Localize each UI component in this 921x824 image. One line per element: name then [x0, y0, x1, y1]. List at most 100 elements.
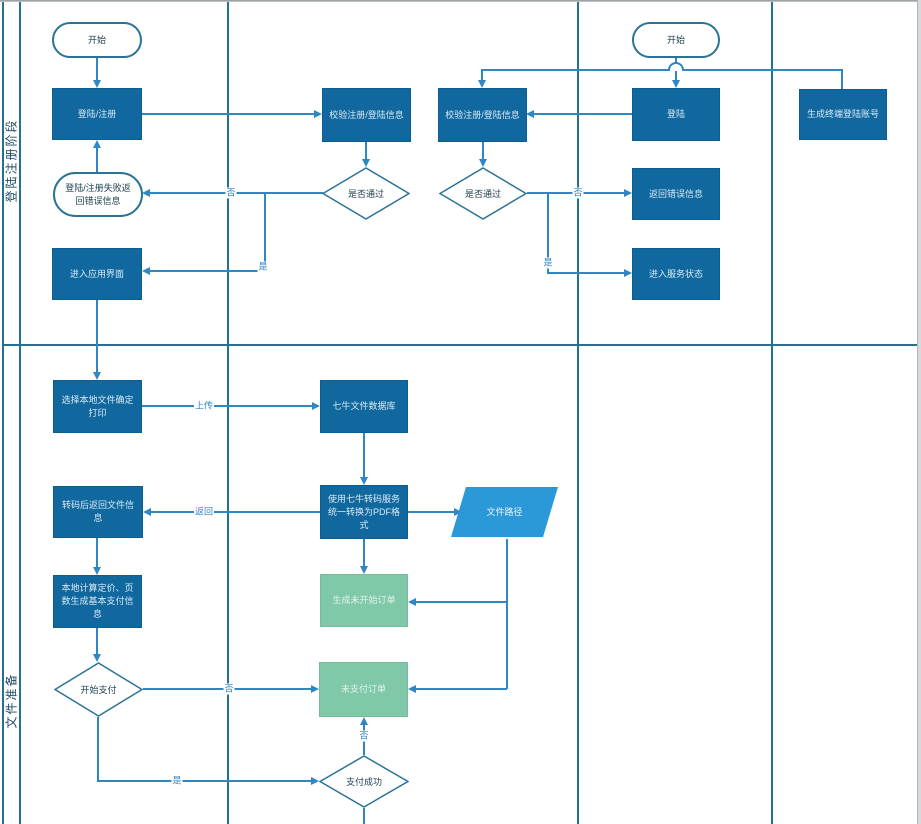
node-enter-service[interactable]: 进入服务状态: [632, 248, 720, 300]
flow-line: [416, 601, 507, 603]
lane-title-login-register[interactable]: 登陆注册阶段: [3, 95, 19, 225]
flow-line: [150, 270, 266, 272]
flow-line: [363, 433, 365, 478]
diamond-label: 支付成功: [345, 777, 382, 787]
node-login-register[interactable]: 登陆/注册: [52, 88, 142, 140]
node-file-path[interactable]: 文件路径: [451, 487, 558, 537]
node-select-file[interactable]: 选择本地文件确定打印: [53, 380, 142, 433]
node-login-fail[interactable]: 登陆/注册失败返回错误信息: [53, 172, 143, 217]
edge-label-upload[interactable]: 上传: [193, 400, 215, 412]
arrowhead: [93, 372, 101, 380]
arrowhead: [93, 567, 101, 575]
arrowhead: [314, 110, 322, 118]
flow-line: [142, 405, 313, 407]
flow-line: [841, 69, 843, 89]
node-pay-success[interactable]: 支付成功: [319, 755, 409, 808]
lane-title-text: 登陆注册阶段: [4, 117, 19, 203]
flow-line: [96, 58, 98, 81]
flow-line: [547, 272, 625, 274]
lane-title-text: 文件准备: [4, 671, 19, 729]
node-pass-check-right[interactable]: 是否通过: [439, 167, 527, 220]
flow-line: [363, 808, 365, 824]
diamond-label: 是否通过: [347, 189, 384, 199]
flow-line: [96, 147, 98, 172]
arrowhead: [479, 159, 487, 167]
flow-line: [416, 688, 507, 690]
edge-label-yes[interactable]: 是: [171, 775, 183, 787]
column-divider-1: [227, 1, 229, 824]
flow-line: [481, 71, 483, 81]
diamond-label: 开始支付: [80, 685, 117, 695]
flow-line: [97, 780, 312, 782]
node-return-error[interactable]: 返回错误信息: [632, 168, 720, 220]
node-login[interactable]: 登陆: [632, 88, 720, 141]
node-qiniu-transcode[interactable]: 使用七牛转码服务统一转换为PDF格式: [320, 485, 408, 539]
column-divider-3: [771, 1, 773, 824]
arrowhead: [93, 140, 101, 148]
flow-line: [363, 538, 365, 567]
node-verify-info-left[interactable]: 校验注册/登陆信息: [322, 88, 411, 142]
flow-line: [142, 113, 315, 115]
flow-line: [365, 142, 367, 160]
diamond-shape: [322, 167, 410, 220]
node-start[interactable]: 开始: [52, 22, 142, 58]
node-create-order[interactable]: 生成未开始订单: [320, 574, 408, 627]
arrowhead: [362, 159, 370, 167]
diamond-shape: [319, 755, 409, 808]
arrowhead: [360, 477, 368, 485]
node-gen-terminal-account[interactable]: 生成终端登陆账号: [799, 89, 887, 140]
lane-outer-border: [2, 1, 4, 824]
arrowhead: [408, 685, 416, 693]
flow-line: [547, 193, 549, 273]
diamond-shape: [439, 167, 527, 220]
edge-label-return[interactable]: 返回: [193, 506, 215, 518]
node-start-pay[interactable]: 开始支付: [54, 662, 143, 717]
arrowhead: [526, 110, 534, 118]
line-jump-arc: [668, 62, 684, 71]
arrowhead: [360, 566, 368, 574]
flow-line: [481, 69, 842, 71]
node-calc-price[interactable]: 本地计算定价、页数生成基本支付信息: [53, 575, 142, 628]
arrowhead: [672, 80, 680, 88]
arrowhead: [624, 269, 632, 277]
arrowhead: [143, 508, 151, 516]
node-qiniu-db[interactable]: 七牛文件数据库: [320, 380, 408, 433]
edge-label-no[interactable]: 否: [572, 187, 584, 199]
flow-line: [482, 142, 484, 160]
flow-line: [675, 71, 677, 81]
flow-line: [264, 193, 266, 271]
arrowhead: [408, 598, 416, 606]
edge-label-yes[interactable]: 是: [257, 261, 269, 273]
node-verify-info-right[interactable]: 校验注册/登陆信息: [438, 88, 527, 142]
edge-label-no[interactable]: 否: [225, 187, 237, 199]
arrowhead: [93, 80, 101, 88]
arrowhead: [93, 654, 101, 662]
arrowhead: [142, 189, 150, 197]
lane-title-border: [19, 1, 21, 824]
flow-line: [407, 511, 455, 513]
flow-line: [96, 300, 98, 373]
arrowhead: [312, 402, 320, 410]
edge-label-no[interactable]: 否: [358, 730, 370, 742]
lane-divider: [2, 344, 917, 346]
flow-line: [506, 539, 508, 689]
node-start[interactable]: 开始: [632, 22, 720, 58]
node-unpaid-order[interactable]: 未支付订单: [319, 662, 408, 717]
node-transcode-return[interactable]: 转码后返回文件信息: [53, 486, 143, 538]
diamond-shape: [54, 662, 143, 717]
flow-line: [96, 538, 98, 568]
flow-line: [151, 511, 320, 513]
flow-line: [675, 58, 677, 64]
node-enter-app[interactable]: 进入应用界面: [52, 248, 142, 300]
page-top-edge: [0, 0, 921, 2]
page-right-edge: [917, 0, 921, 824]
edge-label-yes[interactable]: 是: [542, 257, 554, 269]
node-pass-check-left[interactable]: 是否通过: [322, 167, 410, 220]
arrowhead: [311, 777, 319, 785]
arrowhead: [360, 717, 368, 725]
edge-label-no[interactable]: 否: [223, 683, 235, 695]
lane-title-file-prepare[interactable]: 文件准备: [3, 640, 19, 760]
flow-line: [97, 717, 99, 781]
arrowhead: [454, 508, 462, 516]
